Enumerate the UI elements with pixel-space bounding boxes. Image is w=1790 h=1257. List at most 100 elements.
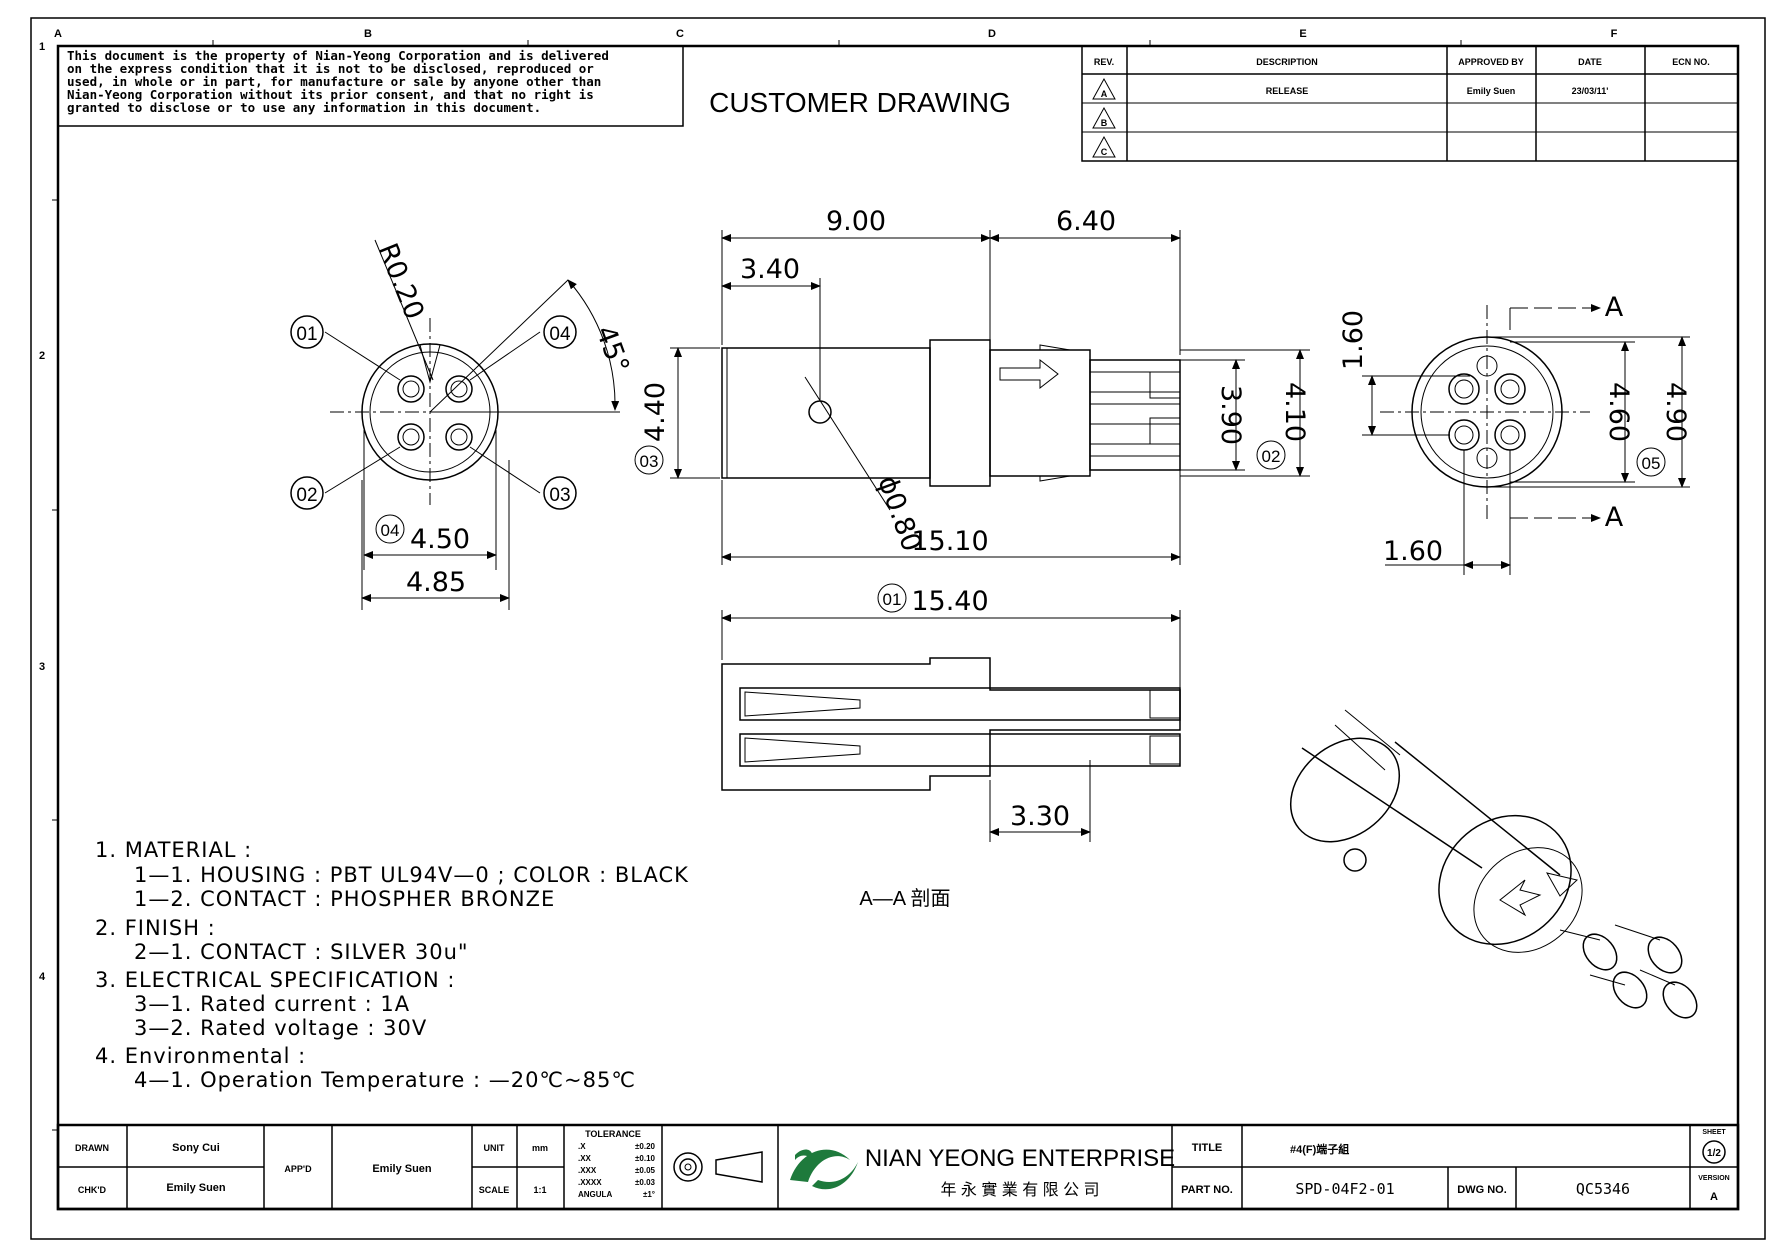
dim-3-40: 3.40 <box>740 254 800 285</box>
tolerance-title: TOLERANCE <box>585 1129 641 1139</box>
revision-table: REV. DESCRIPTION APPROVED BY DATE ECN NO… <box>1081 45 1739 162</box>
rev-a-description: RELEASE <box>1266 86 1309 96</box>
drawing-title: CUSTOMER DRAWING <box>709 87 1011 118</box>
company-name-cn: 年 永 實 業 有 限 公 司 <box>940 1180 1099 1199</box>
col-label-f: F <box>1611 28 1618 40</box>
note-line: 4. Environmental : <box>95 1044 306 1068</box>
col-label-d: D <box>988 28 996 40</box>
rev-header-description: DESCRIPTION <box>1256 57 1318 67</box>
dim-9-00: 9.00 <box>826 206 886 237</box>
company-logo-icon <box>790 1149 858 1190</box>
rev-header-ecn: ECN NO. <box>1672 57 1710 67</box>
dim-1-60-horizontal: 1.60 <box>1383 536 1443 567</box>
chkd-value: Emily Suen <box>166 1182 226 1194</box>
projection-symbol-icon <box>673 1151 763 1183</box>
dim-balloon-04: 04 <box>381 521 400 540</box>
dwg-label: DWG NO. <box>1457 1184 1507 1196</box>
sheet-value: 1/2 <box>1707 1148 1721 1159</box>
rev-b: B <box>1101 118 1108 128</box>
note-line: 3—2. Rated voltage : 30V <box>134 1016 427 1040</box>
pin-balloon-01: 01 <box>296 324 317 345</box>
pin-balloon-03: 03 <box>549 485 570 506</box>
disclaimer-line: used, in whole or in part, for manufactu… <box>67 74 601 89</box>
title-block: DRAWN Sony Cui CHK'D Emily Suen APP'D Em… <box>56 1123 1740 1211</box>
tol-value: ±0.03 <box>635 1178 656 1187</box>
disclaimer-line: Nian-Yeong Corporation without its prior… <box>67 87 594 102</box>
note-line: 2—1. CONTACT : SILVER 30u" <box>134 940 469 964</box>
tol-key: .XXX <box>578 1166 597 1175</box>
disclaimer-line: granted to disclose or to use any inform… <box>67 100 541 115</box>
drawn-value: Sony Cui <box>172 1142 220 1154</box>
tol-key: ANGULA <box>578 1190 612 1199</box>
disclaimer-box <box>57 45 684 127</box>
dim-balloon-01: 01 <box>883 590 902 609</box>
disclaimer-line: on the express condition that it is not … <box>67 61 594 76</box>
rev-header-rev: REV. <box>1094 57 1114 67</box>
section-caption: A—A 剖面 <box>859 887 950 910</box>
col-label-b: B <box>364 28 372 40</box>
appd-label: APP'D <box>284 1164 312 1174</box>
note-line: 4—1. Operation Temperature : —20℃~85℃ <box>134 1068 636 1092</box>
row-label-2: 2 <box>39 350 45 362</box>
pin-balloon-02: 02 <box>296 485 317 506</box>
section-label-bottom: A <box>1605 502 1624 533</box>
section-view: 01 15.40 3.30 A—A 剖面 <box>721 583 1181 910</box>
rev-header-approved: APPROVED BY <box>1458 57 1524 67</box>
section-label-top: A <box>1605 292 1624 323</box>
version-label: VERSION <box>1698 1175 1730 1182</box>
dim-1-60-vertical: 1.60 <box>1338 310 1369 370</box>
note-line: 3—1. Rated current : 1A <box>134 992 410 1016</box>
outer-frame <box>30 17 1766 1240</box>
isometric-view <box>1289 709 1698 1019</box>
sheet-circle-icon <box>1702 1140 1726 1164</box>
dim-15-10: 15.10 <box>911 526 988 557</box>
row-label-3: 3 <box>39 661 45 673</box>
tol-value: ±0.05 <box>635 1166 656 1175</box>
dim-balloon-03: 03 <box>640 452 659 471</box>
dim-4-60: 4.60 <box>1603 382 1634 442</box>
unit-label: UNIT <box>484 1143 505 1153</box>
scale-value: 1:1 <box>533 1185 546 1195</box>
rev-header-date: DATE <box>1578 57 1602 67</box>
dim-3-90: 3.90 <box>1215 385 1246 445</box>
dim-4-90: 4.90 <box>1660 382 1691 442</box>
part-label: PART NO. <box>1181 1184 1233 1196</box>
version-value: A <box>1710 1191 1718 1203</box>
col-label-c: C <box>676 28 684 40</box>
tol-key: .XX <box>578 1154 592 1163</box>
front-view: R0.20 45° 01 02 03 04 04 4.50 4.85 <box>290 239 635 610</box>
appd-value: Emily Suen <box>372 1163 432 1175</box>
dim-6-40: 6.40 <box>1056 206 1116 237</box>
tol-key: .XXXX <box>578 1178 602 1187</box>
part-value: SPD-04F2-01 <box>1295 1180 1394 1198</box>
col-label-e: E <box>1299 28 1306 40</box>
row-label-1: 1 <box>39 41 45 53</box>
rev-a: A <box>1101 89 1108 99</box>
notes: 1. MATERIAL : 1—1. HOUSING : PBT UL94V—0… <box>95 838 688 1092</box>
dim-4-85: 4.85 <box>406 567 466 598</box>
tol-value: ±0.20 <box>635 1142 656 1151</box>
tol-value: ±1° <box>643 1190 655 1199</box>
title-value: #4(F)端子組 <box>1290 1142 1349 1156</box>
dim-balloon-02: 02 <box>1262 447 1281 466</box>
radius-label: R0.20 <box>372 239 430 324</box>
dim-15-40: 15.40 <box>911 586 988 617</box>
company-name: NIAN YEONG ENTERPRISE <box>865 1145 1175 1172</box>
dim-4-40: 4.40 <box>640 382 671 442</box>
rev-triangle-icon <box>1092 77 1116 100</box>
rev-triangle-icon <box>1092 135 1116 158</box>
title-label: TITLE <box>1192 1142 1223 1154</box>
note-line: 1. MATERIAL : <box>95 838 252 862</box>
rev-c: C <box>1101 147 1108 157</box>
note-line: 3. ELECTRICAL SPECIFICATION : <box>95 968 455 992</box>
dim-balloon-05: 05 <box>1642 454 1661 473</box>
note-line: 1—2. CONTACT : PHOSPHER BRONZE <box>134 887 555 911</box>
drawn-label: DRAWN <box>75 1143 109 1153</box>
sheet-label: SHEET <box>1702 1129 1726 1136</box>
rev-a-approver: Emily Suen <box>1467 86 1516 96</box>
rev-a-date: 23/03/11' <box>1572 86 1609 96</box>
unit-value: mm <box>532 1143 548 1153</box>
chkd-label: CHK'D <box>78 1185 107 1195</box>
col-label-a: A <box>54 28 62 40</box>
